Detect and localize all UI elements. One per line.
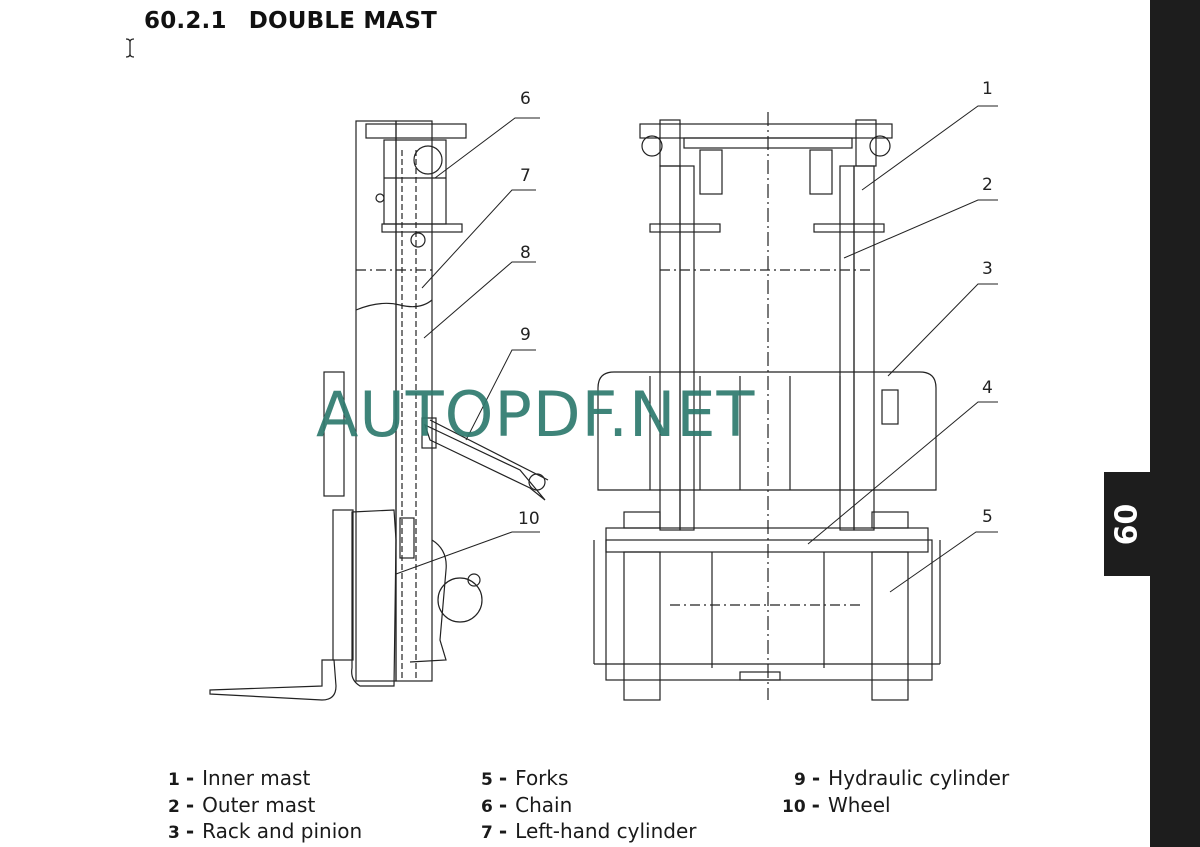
legend-item-1: 1-Inner mast: [168, 766, 311, 790]
side-view: [209, 120, 549, 701]
legend-item-3: 3-Rack and pinion: [168, 819, 363, 843]
watermark: AUTOPDF.NET: [316, 378, 756, 451]
callout-2: 2: [982, 175, 993, 195]
callout-10: 10: [518, 509, 540, 529]
chapter-tab: 60: [1104, 472, 1150, 576]
chapter-tab-label: 60: [1109, 503, 1145, 545]
callout-8: 8: [520, 243, 531, 263]
legend-item-2: 2-Outer mast: [168, 793, 316, 817]
legend-item-6: 6-Chain: [481, 793, 573, 817]
text-cursor-icon: [125, 38, 135, 58]
double-mast-drawing: 6 7 8 9 10 1 2 3 4 5: [209, 79, 998, 701]
callout-leaders: [395, 105, 998, 593]
callout-7: 7: [520, 166, 531, 186]
legend-item-5: 5-Forks: [481, 766, 569, 790]
section-number: 60.2.1: [144, 8, 227, 34]
callout-3: 3: [982, 259, 993, 279]
front-view: [593, 112, 941, 701]
callout-numbers: 6 7 8 9 10 1 2 3 4 5: [518, 79, 993, 529]
page-edge-band: [1150, 0, 1200, 847]
legend-item-7: 7-Left-hand cylinder: [481, 819, 697, 843]
section-title: DOUBLE MAST: [248, 8, 438, 34]
callout-1: 1: [982, 79, 993, 99]
callout-4: 4: [982, 378, 993, 398]
section-heading: 60.2.1 DOUBLE MAST: [144, 8, 437, 34]
callout-5: 5: [982, 507, 993, 527]
legend-item-10: 10-Wheel: [782, 793, 891, 817]
callout-9: 9: [520, 325, 531, 345]
callout-6: 6: [520, 89, 531, 109]
legend-item-9: 9-Hydraulic cylinder: [794, 766, 1010, 790]
